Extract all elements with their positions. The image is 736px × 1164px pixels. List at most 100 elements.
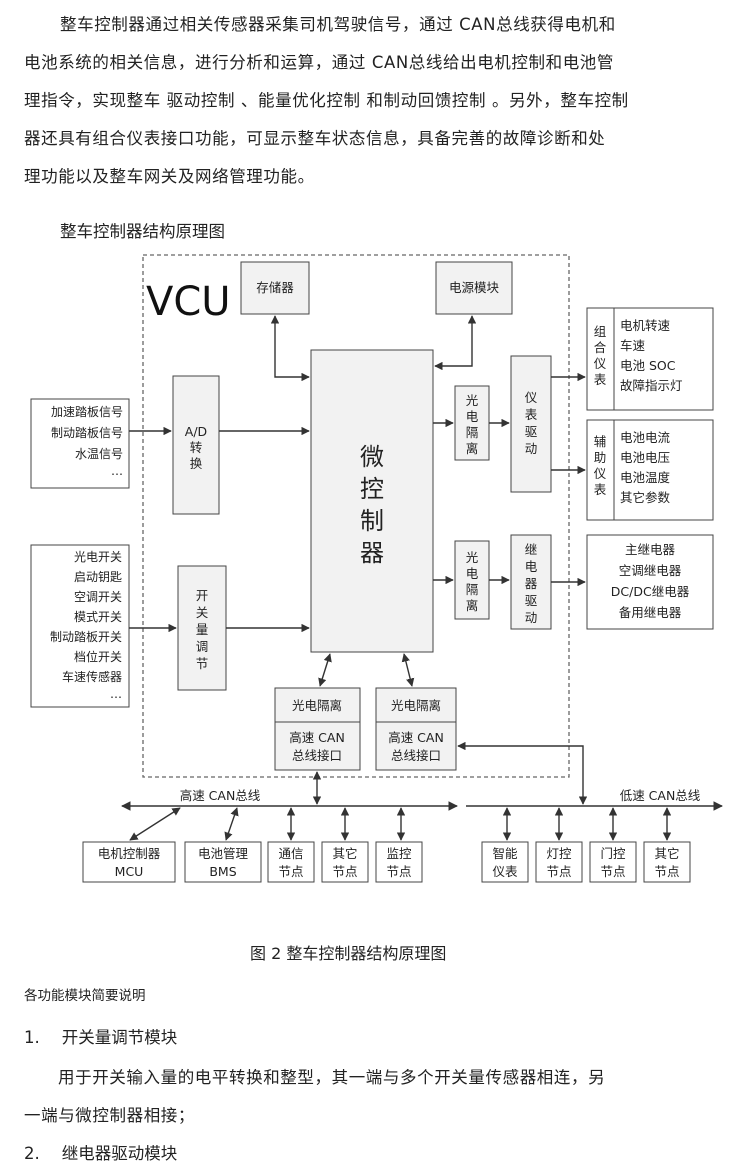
relays-box — [586, 534, 714, 630]
node-light — [535, 841, 583, 883]
node-label: 电池管理 — [198, 846, 249, 861]
figure-caption: 图 2 整车控制器结构原理图 — [250, 944, 447, 963]
analog-input: 加速踏板信号 — [51, 405, 123, 419]
analog-input: … — [111, 464, 123, 478]
item-1-desc-line: 用于开关输入量的电平转换和整型，其一端与多个开关量传感器相连，另 — [58, 1068, 606, 1087]
node-label: 智能 — [492, 846, 518, 861]
opto-char: 电 — [466, 409, 479, 424]
node-other-high — [321, 841, 369, 883]
combo-meter-title: 表 — [594, 372, 607, 387]
ad-converter-block — [172, 375, 220, 515]
node-label: 节点 — [546, 864, 571, 879]
aux-meter-title: 辅 — [594, 434, 607, 449]
combo-meter-title: 合 — [594, 340, 607, 355]
relay-drive-char: 电 — [525, 559, 538, 574]
can-interface-right-block — [375, 687, 457, 771]
power-module-block — [435, 261, 513, 315]
node-door — [589, 841, 637, 883]
relay-drive-block — [510, 534, 552, 630]
opto-char: 离 — [466, 441, 479, 456]
microcontroller-block — [310, 349, 434, 653]
ad-label: 换 — [190, 456, 203, 471]
aux-meter-title: 表 — [594, 482, 607, 497]
node-label: 其它 — [654, 846, 679, 861]
switch-cond-char: 量 — [196, 622, 209, 637]
opto-char: 电 — [466, 566, 479, 581]
item-1-heading: 1. 开关量调节模块 — [24, 1024, 177, 1048]
item-title: 开关量调节模块 — [61, 1028, 178, 1047]
node-label: 门控 — [600, 846, 626, 861]
micro-char: 制 — [360, 507, 384, 535]
low-bus-label: 低速 CAN总线 — [620, 788, 701, 803]
can-if-text: 高速 CAN — [388, 730, 444, 745]
diagram-title: 整车控制器结构原理图 — [60, 222, 225, 241]
storage-label: 存储器 — [256, 280, 294, 295]
meter-drive-char: 仪 — [525, 390, 538, 405]
combo-meter-item: 电池 SOC — [620, 358, 676, 373]
combo-meter-item: 电机转速 — [620, 318, 671, 333]
vcu-boundary — [142, 254, 570, 778]
intro-line: 理功能以及整车网关及网络管理功能。 — [24, 167, 315, 186]
node-label: 其它 — [332, 846, 357, 861]
aux-meter-item: 电池电压 — [620, 450, 670, 465]
switch-cond-char: 关 — [196, 605, 209, 620]
opto-char: 离 — [466, 598, 479, 613]
ad-label: 转 — [190, 440, 203, 455]
switch-cond-char: 节 — [196, 656, 209, 671]
can-if-text: 高速 CAN — [289, 730, 345, 745]
meter-drive-char: 驱 — [525, 424, 538, 439]
vcu-label: VCU — [146, 279, 231, 325]
analog-input: 制动踏板信号 — [51, 426, 123, 440]
analog-input: 水温信号 — [75, 447, 123, 461]
item-number: 1. — [24, 1028, 40, 1047]
relay-drive-char: 驱 — [525, 593, 538, 608]
can-if-text: 光电隔离 — [292, 698, 342, 713]
meter-drive-char: 表 — [525, 407, 538, 422]
intro-line: 整车控制器通过相关传感器采集司机驾驶信号，通过 CAN总线获得电机和 — [60, 15, 616, 34]
storage-block — [240, 261, 310, 315]
node-comm — [267, 841, 315, 883]
switch-cond-char: 调 — [196, 639, 209, 654]
node-mcu — [82, 841, 176, 883]
node-smart-meter — [481, 841, 529, 883]
combo-meter-item: 车速 — [620, 338, 646, 353]
relay-item: 空调继电器 — [619, 563, 682, 578]
item-2-heading: 2.继电器驱动模块 — [24, 1140, 177, 1164]
node-label: 通信 — [278, 846, 303, 861]
micro-char: 器 — [360, 539, 384, 567]
can-if-text: 总线接口 — [391, 748, 441, 763]
item-1-desc-line: 一端与微控制器相接； — [24, 1106, 195, 1125]
switch-input: 档位开关 — [74, 649, 122, 664]
intro-line: 理指令，实现整车 驱动控制 、能量优化控制 和制动回馈控制 。另外，整车控制 — [24, 91, 629, 110]
relay-item: 备用继电器 — [619, 605, 682, 620]
meter-drive-char: 动 — [525, 441, 538, 456]
intro-line: 电池系统的相关信息，进行分析和运算，通过 CAN总线给出电机控制和电池管 — [24, 53, 614, 72]
can-if-text: 总线接口 — [292, 748, 342, 763]
relay-item: DC/DC继电器 — [611, 584, 690, 599]
switch-input: 光电开关 — [74, 550, 122, 564]
node-label: 监控 — [386, 846, 412, 861]
aux-meter-title: 助 — [594, 450, 607, 465]
meter-drive-block — [510, 355, 552, 493]
opto-char: 光 — [466, 550, 479, 565]
switch-cond-char: 开 — [196, 588, 209, 603]
node-label: 仪表 — [492, 864, 518, 879]
intro-paragraph: 整车控制器通过相关传感器采集司机驾驶信号，通过 CAN总线获得电机和 电池系统的… — [24, 6, 724, 196]
switch-inputs-box — [30, 544, 130, 708]
item-title: 继电器驱动模块 — [61, 1144, 178, 1163]
aux-meter-title: 仪 — [594, 466, 607, 481]
node-label: 灯控 — [546, 846, 572, 861]
opto-char: 光 — [466, 393, 479, 408]
micro-char: 微 — [360, 443, 384, 471]
combo-meter-item: 故障指示灯 — [620, 378, 683, 393]
switch-input: 启动钥匙 — [74, 570, 122, 584]
switch-input: 车速传感器 — [62, 669, 122, 684]
section-heading: 各功能模块简要说明 — [24, 988, 146, 1004]
analog-inputs-box — [30, 398, 130, 489]
combo-meter-title: 仪 — [594, 356, 607, 371]
node-label: 节点 — [332, 864, 357, 879]
can-interface-left-block — [274, 687, 361, 771]
aux-meter-item: 电池温度 — [620, 470, 671, 485]
aux-meter-item: 其它参数 — [620, 490, 671, 505]
